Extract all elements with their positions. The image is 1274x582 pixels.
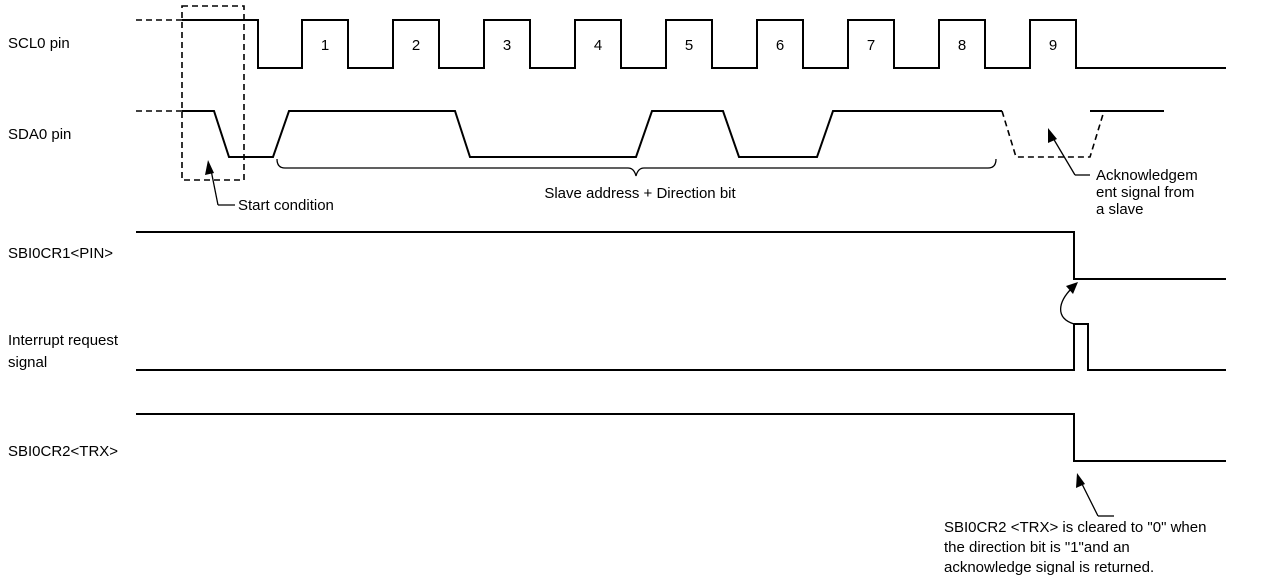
start-condition-pointer <box>210 169 219 206</box>
clock-number-6: 6 <box>776 37 784 54</box>
clock-number-8: 8 <box>958 37 966 54</box>
ack-label-line2: ent signal from <box>1096 184 1194 201</box>
sda-pin-label: SDA0 pin <box>8 126 71 143</box>
scl-pin-label: SCL0 pin <box>8 35 70 52</box>
clock-number-2: 2 <box>412 37 420 54</box>
pin-flag-label: SBI0CR1<PIN> <box>8 245 113 262</box>
trx-note-line3: acknowledge signal is returned. <box>944 559 1154 576</box>
ack-arrowhead <box>1048 128 1057 143</box>
start-condition-label: Start condition <box>238 197 334 214</box>
clock-number-3: 3 <box>503 37 511 54</box>
start-condition-box <box>181 5 245 181</box>
ack-label-line3: a slave <box>1096 201 1144 218</box>
ack-dashed-trapezoid <box>1001 110 1105 158</box>
clock-number-9: 9 <box>1049 37 1057 54</box>
interrupt-request-label-line2: signal <box>8 354 47 371</box>
sda-waveform <box>182 110 1002 158</box>
irq-to-pin-arrowhead <box>1066 282 1078 294</box>
trx-flag-waveform <box>136 413 1226 462</box>
ack-label-line1: Acknowledgem <box>1096 167 1198 184</box>
clock-number-1: 1 <box>321 37 329 54</box>
trx-note-pointer <box>1080 481 1099 517</box>
slave-address-label: Slave address + Direction bit <box>544 185 736 202</box>
trx-note-line2: the direction bit is "1"and an <box>944 539 1130 556</box>
slave-address-brace <box>276 158 997 177</box>
irq-to-pin-arrow <box>1059 287 1075 325</box>
clock-number-7: 7 <box>867 37 875 54</box>
interrupt-request-waveform <box>136 323 1226 371</box>
clock-number-5: 5 <box>685 37 693 54</box>
pin-flag-waveform <box>136 231 1226 280</box>
scl-waveform <box>244 19 1226 69</box>
trx-note-line1: SBI0CR2 <TRX> is cleared to "0" when <box>944 519 1206 536</box>
trx-note-arrowhead <box>1076 473 1085 488</box>
clock-number-4: 4 <box>594 37 602 54</box>
start-condition-arrowhead <box>205 160 214 175</box>
trx-flag-label: SBI0CR2<TRX> <box>8 443 118 460</box>
interrupt-request-label-line1: Interrupt request <box>8 332 119 349</box>
ack-pointer <box>1052 137 1076 176</box>
